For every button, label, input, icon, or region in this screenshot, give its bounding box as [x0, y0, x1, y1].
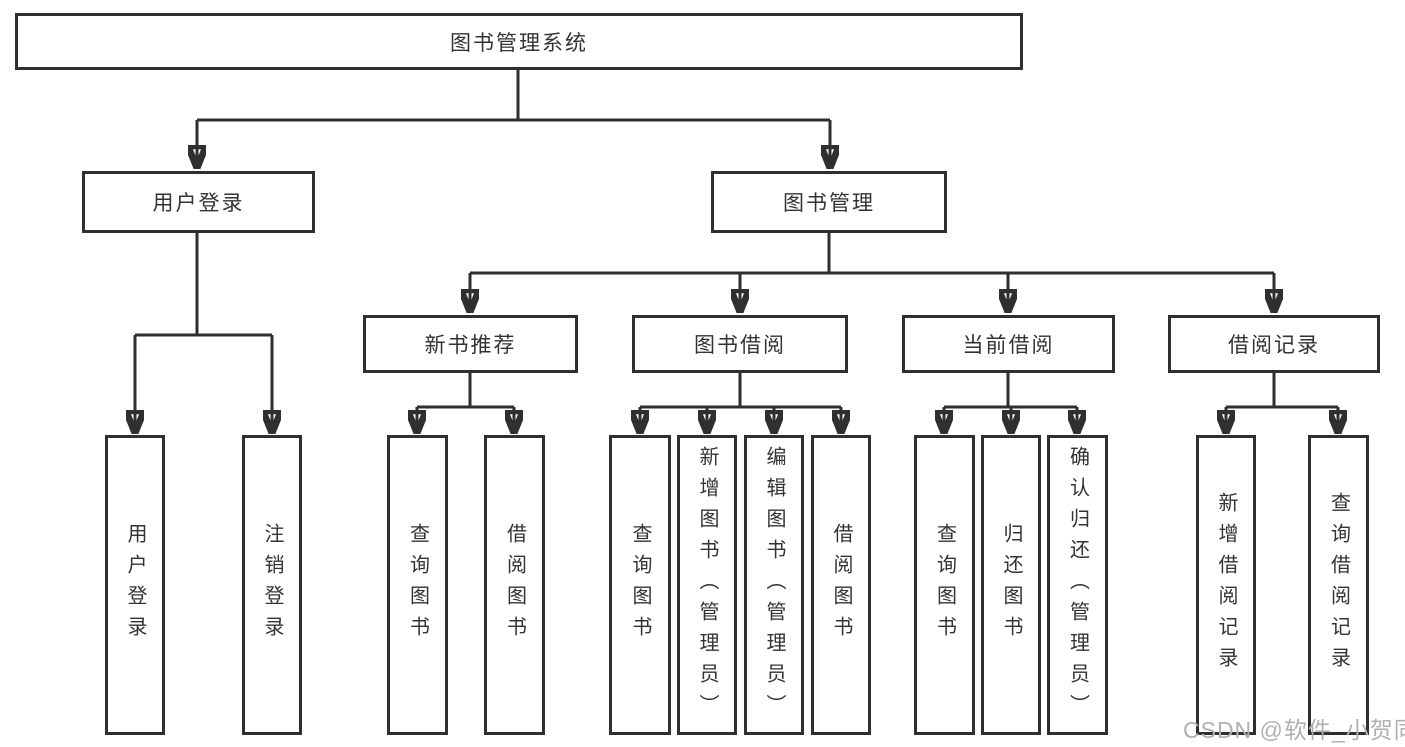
- connector-borrowing-records: [1226, 373, 1338, 430]
- connector-user-login: [135, 233, 272, 430]
- leaf-borrow-books-recommend-label: 借阅图书: [503, 523, 526, 647]
- leaf-add-book-admin-label: 新增图书（管理员）: [696, 445, 718, 725]
- node-borrowing-records: 借阅记录: [1168, 315, 1380, 373]
- leaf-logout-label: 注销登录: [261, 523, 283, 647]
- connector-current-borrowing: [944, 373, 1077, 430]
- node-library-management-system-label: 图书管理系统: [450, 31, 588, 55]
- leaf-return-book-label: 归还图书: [1000, 523, 1022, 647]
- node-user-login: 用户登录: [82, 171, 315, 233]
- leaf-borrow-books-borrowing-label: 借阅图书: [830, 523, 852, 647]
- watermark: CSDN @软件_小贺同学: [1183, 717, 1405, 743]
- leaf-query-books-recommend: 查询图书: [387, 435, 448, 735]
- leaf-query-borrow-record-label: 查询借阅记录: [1327, 492, 1350, 678]
- leaf-user-login-label: 用户登录: [124, 523, 146, 647]
- leaf-query-books-borrowing-label: 查询图书: [629, 523, 651, 647]
- leaf-edit-book-admin-label: 编辑图书（管理员）: [763, 445, 785, 725]
- leaf-query-books-current: 查询图书: [914, 435, 975, 735]
- leaf-confirm-return-admin-label: 确认归还（管理员）: [1066, 445, 1089, 725]
- leaf-user-login: 用户登录: [105, 435, 165, 735]
- leaf-logout: 注销登录: [242, 435, 302, 735]
- node-book-management: 图书管理: [711, 171, 947, 233]
- leaf-return-book: 归还图书: [981, 435, 1041, 735]
- connector-book-borrowing: [640, 373, 841, 430]
- node-library-management-system: 图书管理系统: [15, 13, 1023, 70]
- node-book-borrowing: 图书借阅: [632, 315, 848, 373]
- node-new-book-recommend: 新书推荐: [363, 315, 578, 373]
- node-current-borrowing: 当前借阅: [902, 315, 1115, 373]
- node-book-borrowing-label: 图书借阅: [694, 334, 786, 357]
- leaf-add-borrow-record: 新增借阅记录: [1196, 435, 1256, 735]
- node-current-borrowing-label: 当前借阅: [962, 334, 1055, 357]
- leaf-edit-book-admin: 编辑图书（管理员）: [744, 435, 804, 735]
- leaf-add-borrow-record-label: 新增借阅记录: [1215, 492, 1237, 678]
- connector-new-book-recommend: [417, 373, 514, 430]
- node-borrowing-records-label: 借阅记录: [1228, 334, 1320, 357]
- leaf-confirm-return-admin: 确认归还（管理员）: [1047, 435, 1108, 735]
- leaf-add-book-admin: 新增图书（管理员）: [677, 435, 737, 735]
- leaf-query-books-recommend-label: 查询图书: [406, 523, 429, 647]
- leaf-borrow-books-borrowing: 借阅图书: [811, 435, 871, 735]
- connector-root: [197, 68, 830, 165]
- leaf-borrow-books-recommend: 借阅图书: [484, 435, 545, 735]
- leaf-query-books-borrowing: 查询图书: [609, 435, 671, 735]
- node-book-management-label: 图书管理: [783, 192, 875, 215]
- leaf-query-books-current-label: 查询图书: [933, 523, 956, 647]
- node-new-book-recommend-label: 新书推荐: [424, 334, 517, 357]
- connector-book-management: [470, 233, 1274, 309]
- node-user-login-label: 用户登录: [152, 192, 245, 215]
- leaf-query-borrow-record: 查询借阅记录: [1308, 435, 1369, 735]
